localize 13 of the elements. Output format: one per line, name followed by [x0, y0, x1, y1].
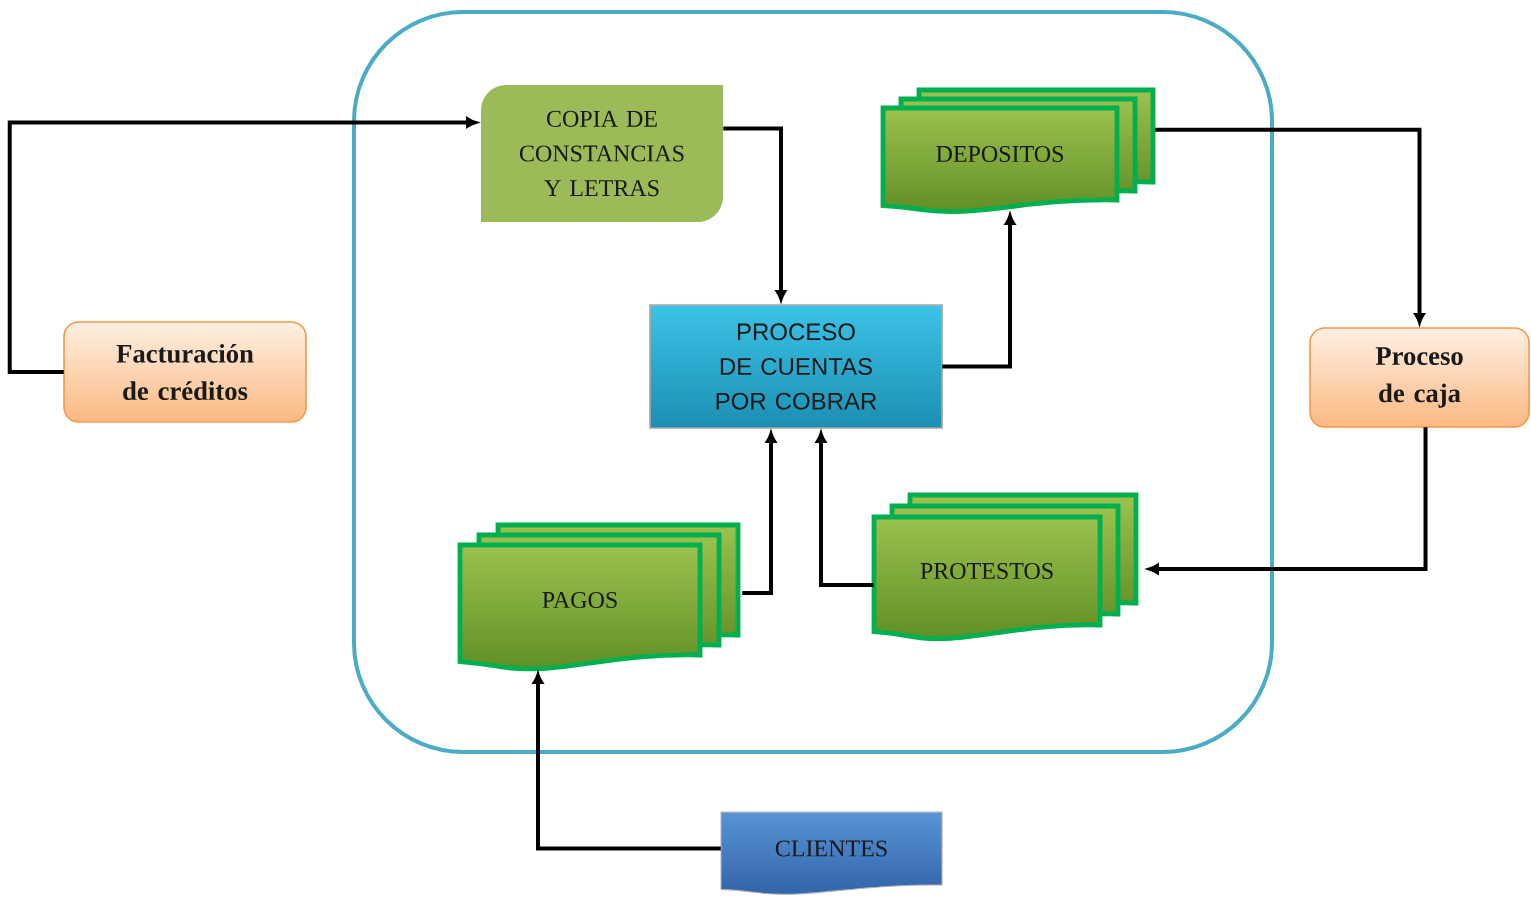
data-box: COPIA DE CONSTANCIAS Y LETRAS: [481, 85, 723, 222]
document-stack: PAGOS: [457, 522, 741, 672]
arrow: [532, 672, 721, 851]
arrow: [815, 431, 874, 587]
arrow: [1147, 427, 1428, 575]
document-stack: DEPOSITOS: [880, 87, 1156, 214]
rounded-frame: [352, 10, 1274, 754]
process-box: Proceso de caja: [1309, 327, 1530, 428]
arrow: [723, 126, 787, 302]
arrow: [742, 431, 777, 595]
arrow: [942, 213, 1016, 369]
process-box: PROCESO DE CUENTAS POR COBRAR: [649, 304, 943, 429]
document-stack: PROTESTOS: [871, 492, 1139, 641]
